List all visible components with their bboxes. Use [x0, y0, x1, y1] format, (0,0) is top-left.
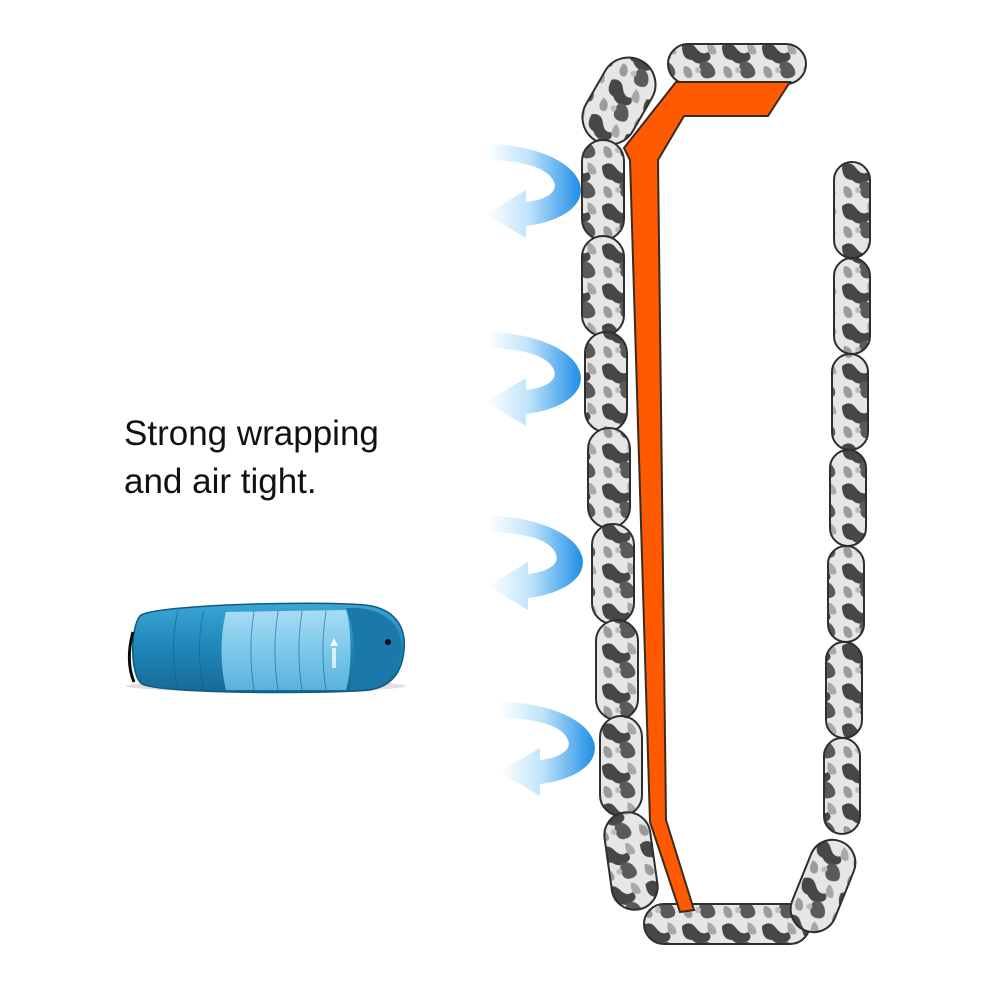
caption-line-2: and air tight. — [124, 462, 317, 501]
sleeping-bag-icon — [126, 602, 406, 694]
caption-line-1: Strong wrapping — [124, 414, 379, 453]
inner-shell-baffles — [789, 161, 871, 934]
wind-arrows — [486, 144, 595, 796]
feature-caption: Strong wrapping and air tight. — [124, 410, 454, 506]
brand-mark-icon — [330, 638, 338, 668]
curved-arrow-icon — [488, 516, 583, 610]
orange-lining — [622, 81, 792, 914]
outer-shell-baffles — [581, 43, 811, 945]
curved-arrow-icon — [500, 702, 595, 796]
curved-arrow-icon — [486, 144, 581, 238]
curved-arrow-icon — [486, 332, 581, 426]
